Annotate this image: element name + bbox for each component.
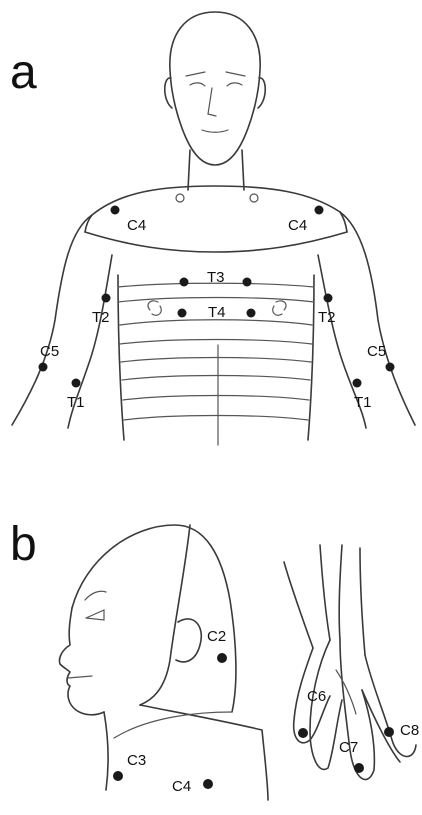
point-c6 — [298, 728, 308, 738]
point-c4-neck — [203, 779, 213, 789]
label-t1-left: T1 — [67, 394, 85, 411]
point-c3 — [113, 771, 123, 781]
point-t3-left — [180, 278, 189, 287]
point-c2 — [217, 653, 227, 663]
label-c5-right: C5 — [367, 343, 386, 360]
label-t1-right: T1 — [354, 394, 372, 411]
panel-label-b: b — [10, 518, 37, 571]
point-t3-right — [243, 278, 252, 287]
point-t2-left — [102, 294, 111, 303]
panel-label-a: a — [10, 46, 37, 99]
point-t4-left — [178, 309, 187, 318]
point-c4-left — [111, 206, 120, 215]
point-c5-right — [386, 363, 395, 372]
label-c4-neck: C4 — [172, 778, 191, 795]
side-head-figure — [59, 525, 268, 800]
point-t4-right — [247, 309, 256, 318]
point-c5-left — [39, 363, 48, 372]
label-c2: C2 — [207, 628, 226, 645]
label-c5-left: C5 — [40, 343, 59, 360]
point-t2-right — [324, 294, 333, 303]
label-c4-right: C4 — [288, 217, 307, 234]
label-c4-left: C4 — [127, 217, 146, 234]
point-t1-left — [72, 379, 81, 388]
label-t4: T4 — [208, 304, 226, 321]
point-c8 — [384, 727, 394, 737]
label-t2-right: T2 — [318, 309, 336, 326]
label-c3: C3 — [127, 752, 146, 769]
point-c4-right — [315, 206, 324, 215]
label-c8: C8 — [400, 722, 419, 739]
label-c7: C7 — [339, 739, 358, 756]
label-c6: C6 — [307, 688, 326, 705]
label-t2-left: T2 — [92, 309, 110, 326]
label-t3: T3 — [207, 269, 225, 286]
front-dermatome-points — [39, 206, 395, 388]
point-c7 — [354, 763, 364, 773]
point-t1-right — [353, 379, 362, 388]
